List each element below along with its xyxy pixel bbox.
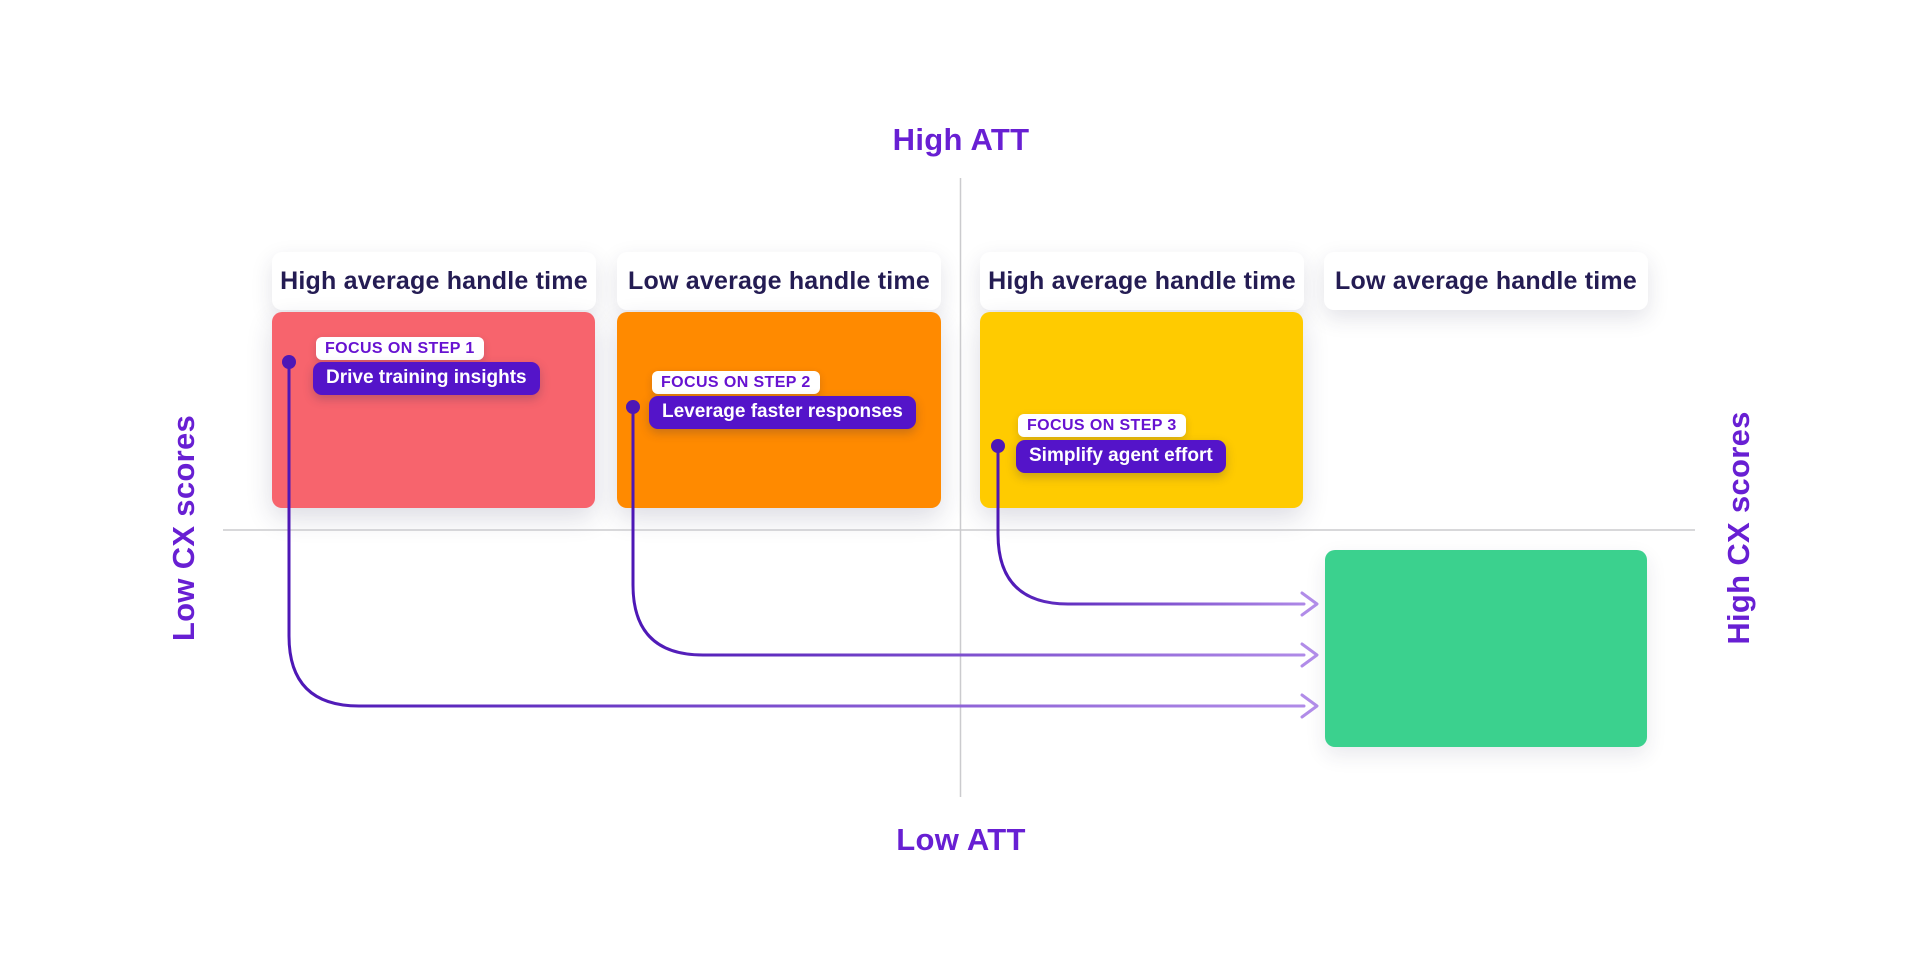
arrowhead-icon [1300, 693, 1319, 719]
step-2-action-pill: Leverage faster responses [649, 396, 916, 429]
axis-label-high-att: High ATT [892, 122, 1030, 157]
quadrant-header-card: High average handle time [272, 252, 596, 310]
quadrant-title: Low average handle time [1335, 266, 1637, 295]
target-box-green [1325, 550, 1647, 747]
quadrant-title: Low average handle time [628, 266, 930, 295]
arrowhead-icon [1300, 591, 1319, 617]
step-3-action-pill: Simplify agent effort [1016, 440, 1226, 473]
step-3-focus-tag: FOCUS ON STEP 3 [1018, 414, 1186, 437]
quadrant-card-yellow [980, 312, 1303, 508]
quadrant-title: High average handle time [280, 266, 588, 295]
axis-label-low-cx-scores: Low CX scores [166, 414, 201, 642]
quadrant-header-card: Low average handle time [617, 252, 941, 310]
quadrant-header-card: Low average handle time [1324, 252, 1648, 310]
arrowhead-icon [1300, 642, 1319, 668]
step-1-action-pill: Drive training insights [313, 362, 540, 395]
step-2-focus-tag: FOCUS ON STEP 2 [652, 371, 820, 394]
axis-label-high-cx-scores: High CX scores [1721, 411, 1756, 645]
quadrant-header-card: High average handle time [980, 252, 1304, 310]
axis-label-low-att: Low ATT [896, 822, 1026, 857]
step-1-focus-tag: FOCUS ON STEP 1 [316, 337, 484, 360]
quadrant-title: High average handle time [988, 266, 1296, 295]
